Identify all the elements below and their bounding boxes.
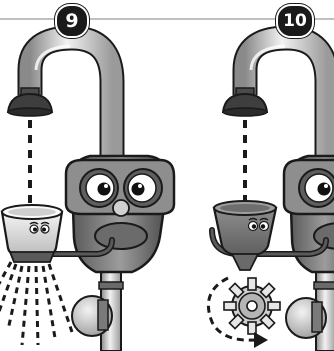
step-number-badge-9: 9 <box>55 4 89 38</box>
water-wheel-icon <box>224 278 280 334</box>
step-number-badge-10: 10 <box>276 4 314 38</box>
cup-with-eyes-icon <box>214 201 276 270</box>
suction-ball-icon <box>286 298 326 338</box>
shower-head-icon <box>8 88 52 116</box>
panel-step-9 <box>0 38 174 351</box>
shower-head-icon <box>223 88 267 116</box>
panel-step-10 <box>208 38 334 351</box>
cup-with-eyes-icon <box>2 205 62 262</box>
water-spray-icon <box>0 262 72 345</box>
suction-ball-icon <box>72 296 112 336</box>
